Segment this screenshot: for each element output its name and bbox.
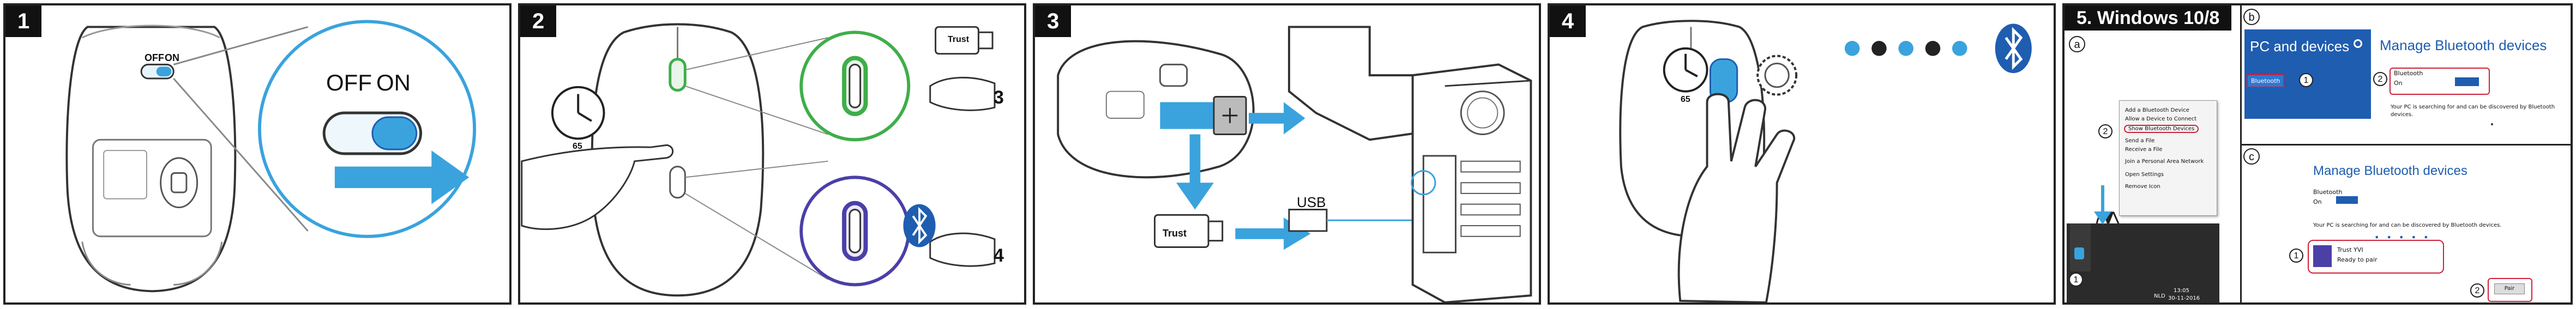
windows-panel: 5. Windows 10/8 a Add a Bluetooth Device… <box>2062 3 2573 305</box>
dongle-brand: Trust <box>948 35 970 44</box>
usb-label: USB <box>1297 194 1326 210</box>
callout-2: 2 <box>2098 124 2112 138</box>
dongle-insert-illustration <box>1057 26 1532 302</box>
manage-title-b: Manage Bluetooth devices <box>2380 37 2547 53</box>
device-entry[interactable]: Trust YVI Ready to pair <box>2308 240 2444 274</box>
taskbar-lang: NLD <box>2154 293 2165 299</box>
step-4-panel: 4 65 <box>1548 3 2056 305</box>
dial-value: 65 <box>1681 95 1690 104</box>
device-icon <box>2313 245 2332 267</box>
menu-item-remove-icon[interactable]: Remove Icon <box>2125 184 2160 190</box>
callout-1: 1 <box>2299 73 2313 87</box>
progress-dot <box>2491 123 2493 125</box>
pc-devices-header: PC and devices <box>2250 38 2350 54</box>
step-2-panel: 2 65 Trust 3 4 <box>518 3 1026 305</box>
divider <box>2240 144 2571 146</box>
bluetooth-toggle[interactable] <box>2336 196 2358 204</box>
sub-label-c: c <box>2243 148 2260 165</box>
pair-button[interactable]: Pair <box>2494 283 2525 294</box>
arrow-down-icon <box>2094 185 2111 225</box>
context-menu: Add a Bluetooth Device Allow a Device to… <box>2119 100 2217 216</box>
switch-off-label: OFF <box>326 70 372 95</box>
small-switch-off-label: OFF <box>145 52 164 63</box>
menu-item-send-file[interactable]: Send a File <box>2125 138 2155 144</box>
bluetooth-menu-item[interactable]: Bluetooth <box>2247 74 2285 88</box>
dial-value: 65 <box>573 142 582 151</box>
bluetooth-label-b: Bluetooth <box>2394 70 2423 77</box>
small-switch-on-label: ON <box>165 52 179 63</box>
callout-1: 1 <box>2289 249 2303 263</box>
step-number: 2 <box>520 5 557 37</box>
bluetooth-toggle-box <box>2390 68 2490 95</box>
bluetooth-label-c: Bluetooth <box>2313 189 2343 196</box>
bluetooth-state-c: On <box>2313 198 2322 205</box>
callout-2: 2 <box>2470 283 2484 298</box>
pairing-button-illustration <box>521 23 996 297</box>
step-3-panel: 3 Trust USB <box>1033 3 1541 305</box>
manage-title-c: Manage Bluetooth devices <box>2313 163 2467 178</box>
taskbar-time: 13:05 <box>2174 288 2189 294</box>
search-icon[interactable] <box>2354 39 2362 48</box>
searching-text-b: Your PC is searching for and can be disc… <box>2391 104 2555 118</box>
searching-text-c: Your PC is searching for and can be disc… <box>2313 222 2502 228</box>
step-number: 3 <box>1035 5 1072 37</box>
device-status: Ready to pair <box>2337 256 2378 263</box>
bluetooth-toggle[interactable] <box>2455 77 2479 86</box>
callout-1: 1 <box>2069 272 2083 287</box>
menu-item-allow-connect[interactable]: Allow a Device to Connect <box>2125 116 2197 122</box>
menu-item-join-pan[interactable]: Join a Personal Area Network <box>2125 159 2204 165</box>
bluetooth-state-b: On <box>2394 80 2403 87</box>
step-number: 1 <box>5 5 42 37</box>
bluetooth-tray-icon[interactable] <box>2074 247 2084 259</box>
menu-item-show-devices[interactable]: Show Bluetooth Devices <box>2124 125 2199 133</box>
menu-item-add-device[interactable]: Add a Bluetooth Device <box>2125 107 2189 113</box>
pair-button-outline <box>2488 278 2532 302</box>
callout-2: 2 <box>2373 72 2387 86</box>
pc-devices-sidebar: PC and devices Bluetooth 1 <box>2244 29 2371 119</box>
sub-label-b: b <box>2243 9 2260 25</box>
taskbar-date: 30-11-2016 <box>2168 295 2200 301</box>
menu-item-open-settings[interactable]: Open Settings <box>2125 172 2164 178</box>
step-number: 4 <box>1550 5 1586 37</box>
hold-buttons-illustration <box>1619 20 2032 302</box>
taskbar: 1 NLD 13:05 30-11-2016 <box>2067 223 2219 302</box>
step-four-ref: 4 <box>994 245 1004 266</box>
divider <box>2240 5 2242 302</box>
menu-item-receive-file[interactable]: Receive a File <box>2125 147 2163 153</box>
device-name: Trust YVI <box>2337 246 2363 253</box>
sub-label-a: a <box>2069 36 2085 52</box>
mouse-switch-illustration <box>65 20 477 293</box>
step-three-ref: 3 <box>994 87 1004 108</box>
windows-title: 5. Windows 10/8 <box>2065 5 2232 31</box>
dongle-brand: Trust <box>1163 228 1187 239</box>
step-1-panel: 1 OFF ON OFF ON <box>3 3 511 305</box>
switch-on-label: ON <box>376 70 411 95</box>
